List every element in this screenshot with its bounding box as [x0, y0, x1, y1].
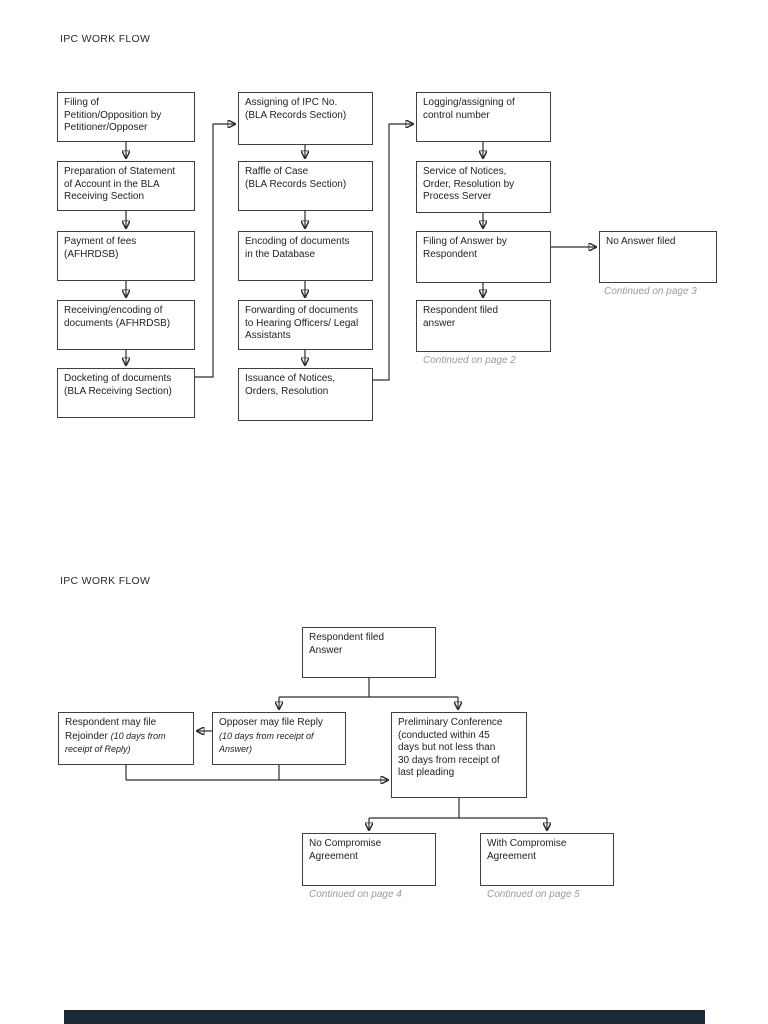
- box-filing-of-answer: Filing of Answer by Respondent: [416, 231, 551, 283]
- box-opposer-reply: Opposer may file Reply (10 days from rec…: [212, 712, 346, 765]
- page1-title: IPC WORK FLOW: [60, 33, 151, 45]
- continued-note-page5: Continued on page 5: [487, 889, 580, 900]
- box-label: Raffle of Case (BLA Records Section): [245, 166, 347, 190]
- box-statement-of-account: Preparation of Statement of Account in t…: [57, 161, 195, 211]
- box-label-note: (10 days from receipt of Answer): [219, 730, 314, 755]
- box-preliminary-conference: Preliminary Conference (conducted within…: [391, 712, 527, 798]
- box-label: Service of Notices, Order, Resolution by…: [423, 166, 515, 202]
- box-label: Opposer may file Reply: [219, 717, 323, 728]
- box-label: Respondent may file Rejoinder: [65, 717, 157, 742]
- box-label: Issuance of Notices, Orders, Resolution: [245, 373, 336, 397]
- connector-col2-col3: [373, 124, 413, 381]
- page2-title: IPC WORK FLOW: [60, 575, 151, 587]
- box-label: Preliminary Conference (conducted within…: [398, 717, 503, 778]
- box-raffle-of-case: Raffle of Case (BLA Records Section): [238, 161, 373, 211]
- box-label: With Compromise Agreement: [487, 838, 567, 862]
- box-service-of-notices: Service of Notices, Order, Resolution by…: [416, 161, 551, 213]
- box-label: Docketing of documents (BLA Receiving Se…: [64, 373, 172, 397]
- box-filing-petition: Filing of Petition/Opposition by Petitio…: [57, 92, 195, 142]
- box-label: Payment of fees (AFHRDSB): [64, 236, 137, 260]
- box-with-compromise: With Compromise Agreement: [480, 833, 614, 886]
- box-label: No Answer filed: [606, 236, 676, 247]
- box-respondent-filed-answer: Respondent filed answer: [416, 300, 551, 352]
- continued-note-page3: Continued on page 3: [604, 286, 697, 297]
- box-label: No Compromise Agreement: [309, 838, 382, 862]
- continued-note-page4: Continued on page 4: [309, 889, 402, 900]
- box-label: Respondent filed Answer: [309, 632, 385, 656]
- box-no-answer-filed: No Answer filed: [599, 231, 717, 283]
- box-label: Filing of Petition/Opposition by Petitio…: [64, 97, 162, 133]
- box-label: Encoding of documents in the Database: [245, 236, 350, 260]
- box-payment-of-fees: Payment of fees (AFHRDSB): [57, 231, 195, 281]
- box-label-note: (10 days from receipt of Reply): [65, 730, 166, 755]
- box-logging-control-number: Logging/assigning of control number: [416, 92, 551, 142]
- bottom-toolbar: [64, 1010, 705, 1024]
- box-label: Receiving/encoding of documents (AFHRDSB…: [64, 305, 171, 329]
- box-label: Assigning of IPC No. (BLA Records Sectio…: [245, 97, 347, 121]
- box-assigning-ipc-no: Assigning of IPC No. (BLA Records Sectio…: [238, 92, 373, 145]
- box-label: Respondent filed answer: [423, 305, 499, 329]
- box-encoding-database: Encoding of documents in the Database: [238, 231, 373, 281]
- connector-compromise-split: [369, 798, 547, 830]
- box-respondent-rejoinder: Respondent may file Rejoinder (10 days f…: [58, 712, 194, 765]
- box-respondent-filed-answer-2: Respondent filed Answer: [302, 627, 436, 678]
- box-forwarding-documents: Forwarding of documents to Hearing Offic…: [238, 300, 373, 350]
- connector-col1-col2: [195, 124, 235, 378]
- box-docketing-documents: Docketing of documents (BLA Receiving Se…: [57, 368, 195, 418]
- connector-to-preliminary: [125, 765, 388, 780]
- box-label: Preparation of Statement of Account in t…: [64, 166, 176, 202]
- box-label: Logging/assigning of control number: [423, 97, 515, 121]
- box-no-compromise: No Compromise Agreement: [302, 833, 436, 886]
- connector-answer-split: [279, 678, 458, 709]
- box-label: Filing of Answer by Respondent: [423, 236, 507, 260]
- box-receiving-encoding: Receiving/encoding of documents (AFHRDSB…: [57, 300, 195, 350]
- box-label: Forwarding of documents to Hearing Offic…: [245, 305, 359, 341]
- box-issuance-notices: Issuance of Notices, Orders, Resolution: [238, 368, 373, 421]
- continued-note-page2: Continued on page 2: [423, 355, 516, 366]
